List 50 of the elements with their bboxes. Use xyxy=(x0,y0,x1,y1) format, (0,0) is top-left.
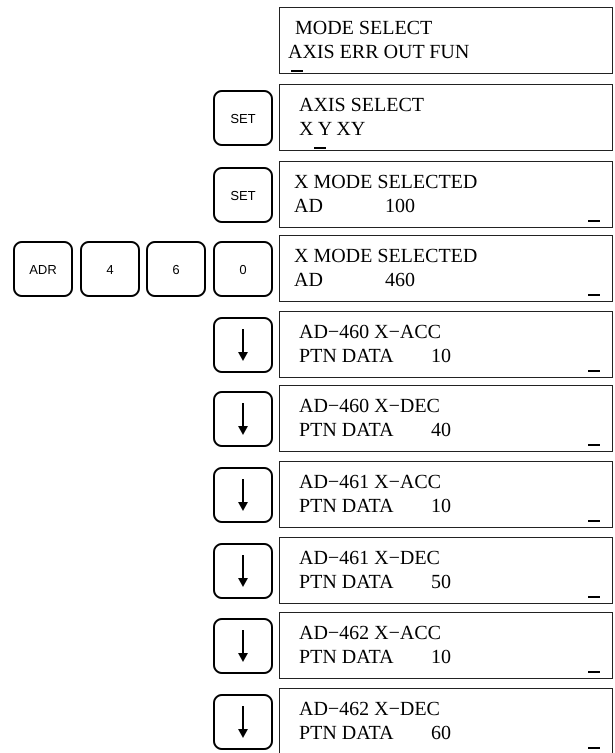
display-screen xyxy=(279,84,613,151)
display-value: 40 xyxy=(431,419,451,441)
key-button: SET xyxy=(213,90,273,146)
display-line: AD−462 X−DEC xyxy=(299,698,440,720)
arrow-key xyxy=(213,543,273,599)
display-screen xyxy=(279,7,613,74)
display-line: AD−460 X−DEC xyxy=(299,395,440,417)
display-screen xyxy=(279,537,613,604)
key-button: ADR xyxy=(13,241,73,297)
arrow-key xyxy=(213,618,273,674)
display-screen xyxy=(279,235,613,302)
display-label: PTN DATA xyxy=(299,495,394,517)
display-value: 60 xyxy=(431,722,451,744)
display-screen xyxy=(279,385,613,452)
display-label: AD xyxy=(294,269,323,291)
display-line: AD−462 X−ACC xyxy=(299,622,442,644)
display-label: AXIS ERR OUT FUN xyxy=(288,41,470,63)
display-label: PTN DATA xyxy=(299,419,394,441)
arrow-key xyxy=(213,391,273,447)
display-value: 100 xyxy=(385,195,415,217)
display-label: PTN DATA xyxy=(299,722,394,744)
display-screen xyxy=(279,461,613,528)
key-button: 6 xyxy=(146,241,206,297)
display-value: 10 xyxy=(431,495,451,517)
display-value: 50 xyxy=(431,571,451,593)
arrow-key xyxy=(213,317,273,373)
arrow-key xyxy=(213,467,273,523)
display-screen xyxy=(279,311,613,378)
display-line: X MODE SELECTED xyxy=(294,245,478,267)
key-button: 4 xyxy=(80,241,140,297)
display-line: X MODE SELECTED xyxy=(294,171,478,193)
display-value: 10 xyxy=(431,345,451,367)
arrow-key xyxy=(213,694,273,750)
display-line: AD−460 X−ACC xyxy=(299,321,442,343)
display-line: AXIS SELECT xyxy=(299,94,424,116)
display-screen xyxy=(279,161,613,228)
key-button: SET xyxy=(213,167,273,223)
display-screen xyxy=(279,688,613,753)
display-line: AD−461 X−DEC xyxy=(299,547,440,569)
display-label: PTN DATA xyxy=(299,345,394,367)
display-label: PTN DATA xyxy=(299,646,394,668)
display-line: MODE SELECT xyxy=(295,17,432,39)
display-label: PTN DATA xyxy=(299,571,394,593)
display-value: 10 xyxy=(431,646,451,668)
display-label: AD xyxy=(294,195,323,217)
display-screen xyxy=(279,612,613,679)
display-line: AD−461 X−ACC xyxy=(299,471,442,493)
display-label: X Y XY xyxy=(299,118,366,140)
display-value: 460 xyxy=(385,269,415,291)
key-button: 0 xyxy=(213,241,273,297)
